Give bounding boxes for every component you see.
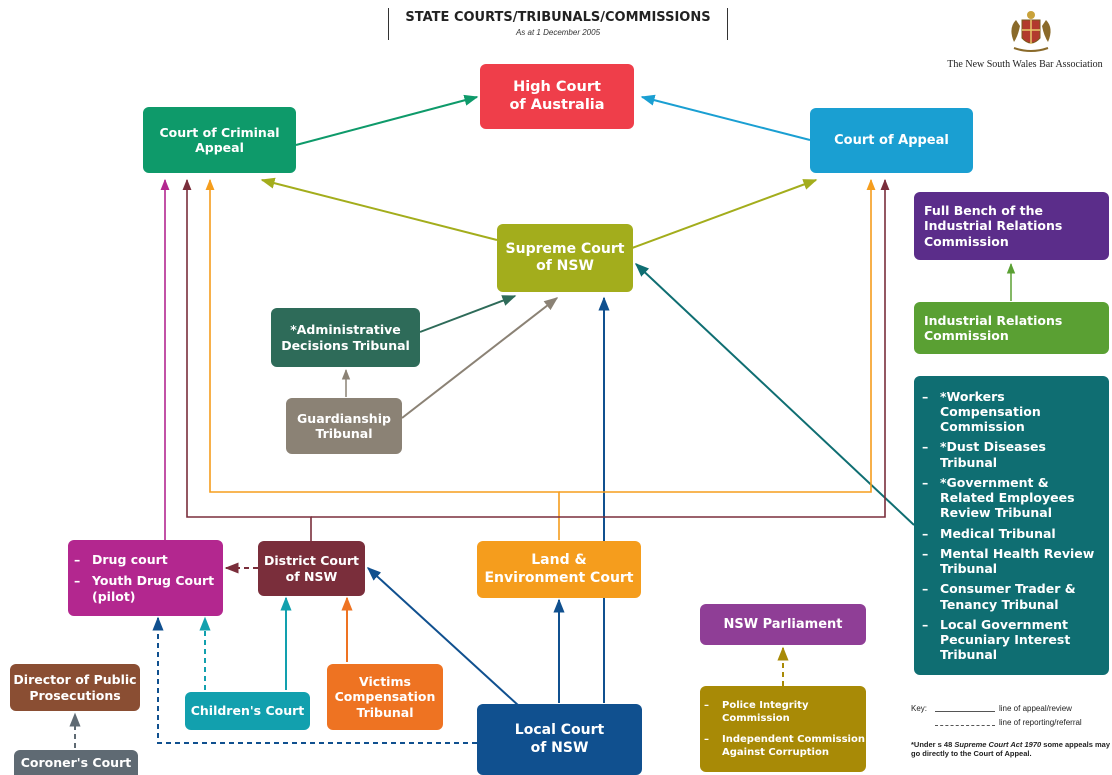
key-reporting-desc: line of reporting/referral bbox=[999, 718, 1082, 727]
bus-district bbox=[182, 178, 312, 541]
district-court-label: District Court of NSW bbox=[263, 553, 360, 584]
high-court-node[interactable]: High Court of Australia bbox=[480, 64, 634, 129]
bus-district-right bbox=[311, 178, 890, 518]
high-court-label: High Court of Australia bbox=[509, 78, 605, 113]
local-court-node[interactable]: Local Court of NSW bbox=[477, 704, 642, 775]
dpp-node[interactable]: Director of Public Prosecutions bbox=[10, 664, 140, 711]
childrens-court-label: Children's Court bbox=[190, 703, 305, 719]
teal-tribunals-item: *Government & Related Employees Review T… bbox=[920, 475, 1105, 521]
victims-compensation-tribunal-label: Victims Compensation Tribunal bbox=[334, 674, 436, 720]
solid-line-sample bbox=[935, 711, 995, 712]
drug-court-item: Youth Drug Court (pilot) bbox=[72, 573, 223, 604]
court-of-criminal-appeal-label: Court of Criminal Appeal bbox=[159, 124, 280, 155]
page-title: STATE COURTS/TRIBUNALS/COMMISSIONS bbox=[405, 10, 711, 25]
teal-tribunals-item: Medical Tribunal bbox=[920, 526, 1105, 542]
arrow-local-to-district bbox=[366, 567, 520, 707]
dpp-label: Director of Public Prosecutions bbox=[13, 672, 137, 703]
drug-court-node[interactable]: Drug courtYouth Drug Court (pilot) bbox=[68, 540, 223, 616]
district-court-node[interactable]: District Court of NSW bbox=[258, 541, 365, 596]
drug-court-item: Drug court bbox=[72, 552, 223, 568]
page-subtitle: As at 1 December 2005 bbox=[515, 28, 601, 37]
police-integrity-node[interactable]: Police Integrity CommissionIndependent C… bbox=[700, 686, 866, 772]
teal-tribunals-item: Mental Health Review Tribunal bbox=[920, 546, 1105, 577]
full-bench-irc-label: Full Bench of the Industrial Relations C… bbox=[924, 203, 1063, 249]
court-of-appeal-label: Court of Appeal bbox=[834, 132, 949, 148]
specialist-tribunals-items: *Workers Compensation Commission *Dust Di… bbox=[920, 389, 1105, 663]
nsw-parliament-node[interactable]: NSW Parliament bbox=[700, 604, 866, 645]
key-appeal-desc: line of appeal/review bbox=[999, 704, 1072, 713]
victims-compensation-tribunal-node[interactable]: Victims Compensation Tribunal bbox=[327, 664, 443, 730]
industrial-relations-commission-node[interactable]: Industrial Relations Commission bbox=[914, 302, 1109, 354]
court-of-appeal-node[interactable]: Court of Appeal bbox=[810, 108, 973, 173]
industrial-relations-commission-label: Industrial Relations Commission bbox=[924, 312, 1063, 343]
footnote-act-name: Supreme Court Act 1970 bbox=[954, 740, 1042, 749]
bus-land-env bbox=[205, 178, 560, 540]
footnote-prefix: *Under s 48 bbox=[911, 740, 955, 749]
dashed-line-sample bbox=[935, 725, 995, 726]
arrow-coa-to-high-court bbox=[640, 94, 811, 141]
administrative-decisions-tribunal-label: *Administrative Decisions Tribunal bbox=[281, 322, 410, 353]
police-integrity-items: Police Integrity CommissionIndependent C… bbox=[702, 699, 866, 759]
key-label: Key: bbox=[911, 704, 928, 713]
police-integrity-item: Independent Commission Against Corruptio… bbox=[702, 733, 866, 759]
guardianship-tribunal-node[interactable]: Guardianship Tribunal bbox=[286, 398, 402, 454]
land-environment-court-label: Land & Environment Court bbox=[484, 552, 634, 586]
coroners-court-node[interactable]: Coroner's Court bbox=[14, 750, 138, 775]
arrow-cca-to-high-court bbox=[295, 94, 479, 146]
court-of-criminal-appeal-node[interactable]: Court of Criminal Appeal bbox=[143, 107, 296, 173]
arrow-supreme-to-cca bbox=[260, 177, 498, 241]
arrow-adt-to-supreme bbox=[419, 295, 517, 333]
teal-tribunals-item: Consumer Trader & Tenancy Tribunal bbox=[920, 581, 1105, 612]
specialist-tribunals-list[interactable]: *Workers Compensation Commission *Dust Di… bbox=[914, 376, 1109, 675]
teal-tribunals-item: *Dust Diseases Tribunal bbox=[920, 439, 1105, 470]
coroners-court-label: Coroner's Court bbox=[20, 754, 132, 770]
local-court-label: Local Court of NSW bbox=[514, 722, 605, 756]
arrow-local-to-drug bbox=[152, 616, 477, 744]
nsw-parliament-label: NSW Parliament bbox=[723, 616, 843, 632]
guardianship-tribunal-label: Guardianship Tribunal bbox=[297, 410, 391, 441]
administrative-decisions-tribunal-node[interactable]: *Administrative Decisions Tribunal bbox=[271, 308, 420, 367]
footnote-suffix: some appeals may go directly to the Cour… bbox=[911, 740, 1110, 758]
supreme-court-node[interactable]: Supreme Court of NSW bbox=[497, 224, 633, 292]
arrow-tribunals-to-supreme bbox=[634, 263, 915, 526]
supreme-court-label: Supreme Court of NSW bbox=[505, 240, 625, 274]
coat-of-arms-icon bbox=[1011, 11, 1051, 52]
header: STATE COURTS/TRIBUNALS/COMMISSIONS As at… bbox=[388, 8, 728, 40]
association-name: The New South Wales Bar Association bbox=[947, 59, 1103, 70]
arrow-supreme-to-coa bbox=[631, 179, 818, 249]
key-legend: Key: line of appeal/review line of repor… bbox=[911, 704, 1111, 758]
full-bench-irc-node[interactable]: Full Bench of the Industrial Relations C… bbox=[914, 192, 1109, 260]
childrens-court-node[interactable]: Children's Court bbox=[185, 692, 310, 730]
teal-tribunals-item: Local Government Pecuniary Interest Trib… bbox=[920, 617, 1105, 663]
bus-land-env-right bbox=[559, 178, 876, 493]
police-integrity-item: Police Integrity Commission bbox=[702, 699, 866, 725]
key-footnote: *Under s 48 Supreme Court Act 1970 some … bbox=[911, 740, 1111, 758]
teal-tribunals-item: *Workers Compensation Commission bbox=[920, 389, 1105, 435]
arrow-guardianship-to-supreme bbox=[401, 297, 559, 419]
land-environment-court-node[interactable]: Land & Environment Court bbox=[477, 541, 641, 598]
drug-court-items: Drug courtYouth Drug Court (pilot) bbox=[72, 552, 223, 604]
